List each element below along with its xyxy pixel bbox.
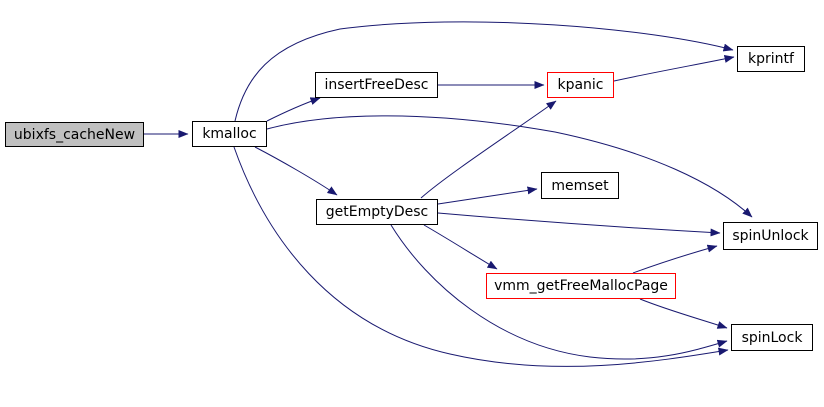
node-spinLock[interactable]: spinLock xyxy=(731,324,813,351)
edge-getEmptyDesc-to-vmm_getFreeMallocPage xyxy=(423,224,498,270)
edge-kmalloc-to-getEmptyDesc xyxy=(254,146,338,196)
edge-getEmptyDesc-to-kpanic xyxy=(420,100,557,199)
edge-kmalloc-to-spinUnlock xyxy=(266,115,753,218)
node-vmm_getFreeMallocPage[interactable]: vmm_getFreeMallocPage xyxy=(486,273,676,299)
edge-vmm_getFreeMallocPage-to-spinLock xyxy=(639,298,728,329)
node-label-vmm_getFreeMallocPage: vmm_getFreeMallocPage xyxy=(494,278,668,294)
node-ubixfs_cacheNew[interactable]: ubixfs_cacheNew xyxy=(5,122,144,147)
node-label-kmalloc: kmalloc xyxy=(202,126,257,142)
node-insertFreeDesc[interactable]: insertFreeDesc xyxy=(315,72,438,98)
node-label-memset: memset xyxy=(551,177,609,194)
node-label-spinUnlock: spinUnlock xyxy=(732,228,809,244)
node-label-kprintf: kprintf xyxy=(748,51,794,67)
edge-kmalloc-to-insertFreeDesc xyxy=(266,97,321,122)
edge-getEmptyDesc-to-memset xyxy=(437,186,538,205)
edge-getEmptyDesc-to-spinLock xyxy=(390,224,728,360)
edge-kmalloc-to-spinLock xyxy=(233,146,729,367)
edge-kmalloc-to-kprintf xyxy=(234,21,734,122)
node-kprintf[interactable]: kprintf xyxy=(737,46,805,72)
node-label-insertFreeDesc: insertFreeDesc xyxy=(324,77,429,93)
node-label-ubixfs_cacheNew: ubixfs_cacheNew xyxy=(13,126,136,143)
node-memset[interactable]: memset xyxy=(541,172,619,199)
node-kpanic[interactable]: kpanic xyxy=(547,72,614,98)
node-spinUnlock[interactable]: spinUnlock xyxy=(723,222,818,250)
node-label-kpanic: kpanic xyxy=(557,77,604,93)
node-label-getEmptyDesc: getEmptyDesc xyxy=(325,204,429,220)
node-getEmptyDesc[interactable]: getEmptyDesc xyxy=(316,199,438,225)
edge-getEmptyDesc-to-spinUnlock xyxy=(437,212,721,237)
edge-kpanic-to-kprintf xyxy=(613,54,735,82)
node-label-spinLock: spinLock xyxy=(741,329,803,346)
node-kmalloc[interactable]: kmalloc xyxy=(192,121,267,147)
edge-vmm_getFreeMallocPage-to-spinUnlock xyxy=(632,244,718,274)
